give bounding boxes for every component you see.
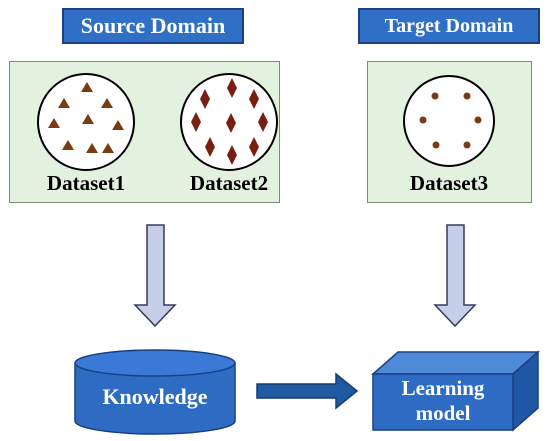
dataset2-label: Dataset2 xyxy=(189,171,269,195)
knowledge-label: Knowledge xyxy=(102,384,208,409)
dot-marker xyxy=(431,92,439,100)
triangle-marker xyxy=(112,120,124,130)
knowledge-cylinder xyxy=(74,349,236,435)
dataset3-circle xyxy=(403,75,495,167)
down-arrow-target xyxy=(433,224,477,328)
source-domain-title: Source Domain xyxy=(62,8,244,44)
target-domain-title: Target Domain xyxy=(358,8,540,44)
dataset1-triangle-markers xyxy=(48,82,124,153)
dot-marker xyxy=(432,141,440,149)
dataset1-label: Dataset1 xyxy=(46,171,126,195)
triangle-marker xyxy=(81,82,93,92)
learning-model-line2: model xyxy=(415,401,471,425)
diamond-marker xyxy=(227,145,237,165)
diamond-marker xyxy=(226,113,236,133)
diamond-marker xyxy=(205,137,215,157)
diamond-marker xyxy=(227,78,237,98)
triangle-marker xyxy=(82,114,94,124)
triangle-marker xyxy=(86,143,98,153)
learning-model-label: Learning model xyxy=(373,376,513,426)
triangle-marker xyxy=(62,140,74,150)
dot-marker xyxy=(419,116,427,124)
learning-model-line1: Learning xyxy=(401,376,485,400)
triangle-marker xyxy=(48,118,60,128)
diamond-marker xyxy=(249,89,259,109)
dataset3-dot-markers xyxy=(419,92,482,149)
diamond-marker xyxy=(200,89,210,109)
triangle-marker xyxy=(58,98,70,108)
right-arrow xyxy=(256,372,359,410)
triangle-marker xyxy=(102,143,114,153)
learning-model-cube xyxy=(371,350,540,432)
triangle-marker xyxy=(101,98,113,108)
diamond-marker xyxy=(249,137,259,157)
dot-marker xyxy=(463,92,471,100)
dot-marker xyxy=(463,141,471,149)
dot-marker xyxy=(474,116,482,124)
diamond-marker xyxy=(258,112,268,132)
dataset2-diamond-markers xyxy=(191,78,268,165)
dataset3-label: Dataset3 xyxy=(409,171,489,195)
diamond-marker xyxy=(191,112,201,132)
down-arrow-source xyxy=(133,224,177,328)
